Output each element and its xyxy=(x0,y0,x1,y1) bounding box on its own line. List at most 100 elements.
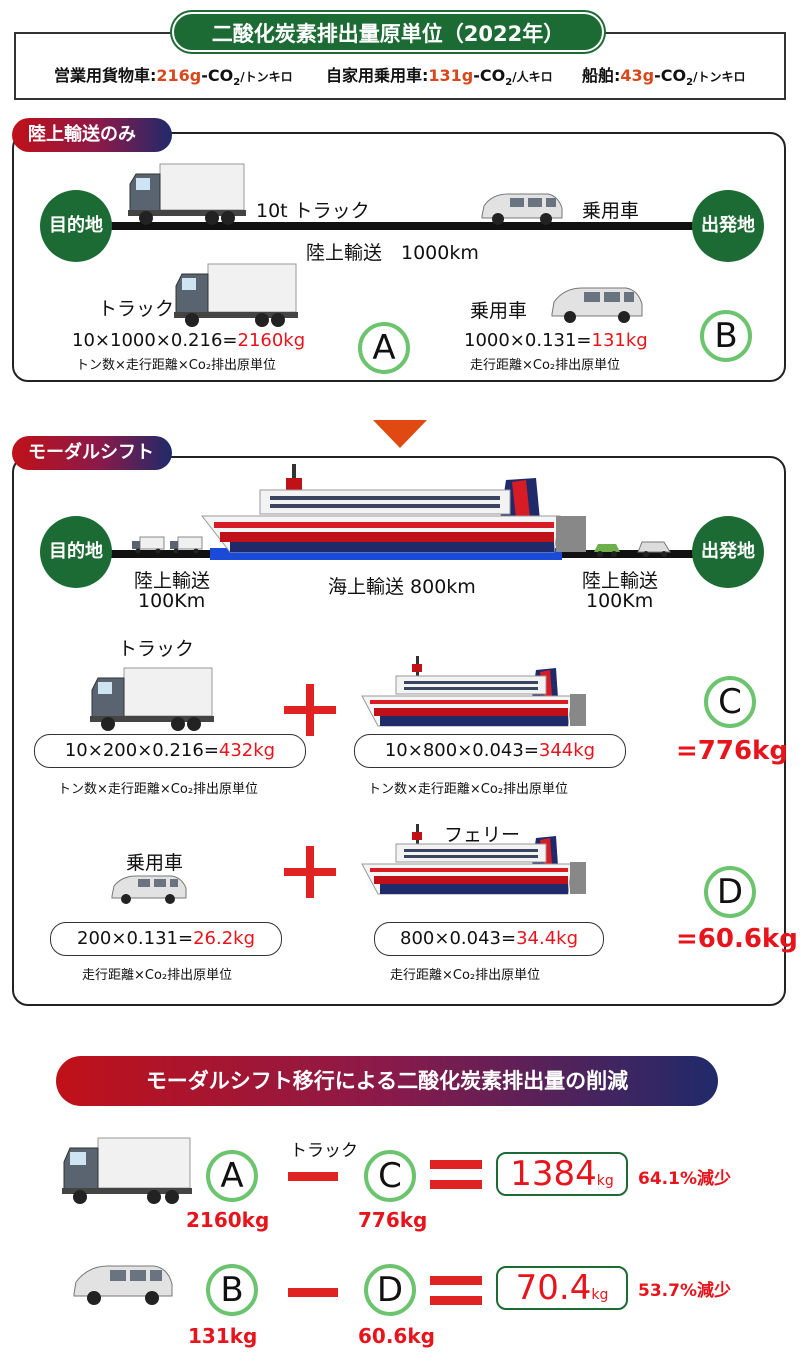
reduction-title: モーダルシフト移行による二酸化炭素排出量の削減 xyxy=(56,1056,718,1106)
car-icon-reduction xyxy=(73,1265,173,1305)
ferry-icon xyxy=(200,464,586,553)
reduction-d-circle: D xyxy=(364,1264,416,1316)
emission-truck-value: 216g xyxy=(156,66,202,85)
land-car-label: 乗用車 xyxy=(470,300,528,322)
letter-a-circle: A xyxy=(358,322,410,374)
land-car-formula-result: 131kg xyxy=(591,330,648,351)
letter-c-circle: C xyxy=(704,676,756,728)
land-car-desc: 走行距離×Co₂排出原単位 xyxy=(470,358,621,373)
down-arrow-icon xyxy=(373,420,427,448)
emission-car-label: 自家用乗用車: xyxy=(326,66,429,85)
modal-shift-tab: モーダルシフト xyxy=(12,436,172,470)
reduction-result-1-value: 1384 xyxy=(510,1154,597,1194)
reduction-d-value: 60.6kg xyxy=(358,1324,435,1348)
emission-truck-sub: 2 xyxy=(233,77,241,89)
emission-title: 二酸化炭素排出量原単位（2022年） xyxy=(172,12,604,52)
reduction-result-2: 70.4kg xyxy=(496,1266,628,1310)
reduction-pct-2: 53.7%減少 xyxy=(638,1281,731,1301)
emission-ship: 船舶:43g-CO2/トンキロ xyxy=(582,62,745,88)
modal-car-formula-prefix: 200×0.131= xyxy=(77,928,194,949)
emission-car: 自家用乗用車:131g-CO2/人キロ xyxy=(326,62,553,88)
modal-ship-desc: トン数×走行距離×Co₂排出原単位 xyxy=(368,782,569,797)
ferry-icon-d xyxy=(361,824,586,895)
small-trucks-icon xyxy=(132,536,203,554)
reduction-truck-caption: トラック xyxy=(290,1141,358,1161)
modal-truck-label: トラック xyxy=(118,638,195,660)
land-destination: 目的地 xyxy=(40,190,112,262)
small-cars-icon xyxy=(594,541,671,557)
emission-truck: 営業用貨物車:216g-CO2/トンキロ xyxy=(54,62,293,88)
modal-car-formula: 200×0.131=26.2kg xyxy=(50,922,282,956)
truck-icon-small xyxy=(174,263,298,327)
modal-ship-formula: 10×800×0.043=344kg xyxy=(354,734,626,768)
reduction-a-value: 2160kg xyxy=(186,1208,270,1232)
emission-truck-unit: -CO xyxy=(201,66,234,85)
modal-origin: 出発地 xyxy=(692,516,764,588)
modal-truck-desc: トン数×走行距離×Co₂排出原単位 xyxy=(58,782,259,797)
car-icon-small xyxy=(551,287,643,323)
letter-d-circle: D xyxy=(704,866,756,918)
reduction-b-circle: B xyxy=(206,1264,258,1316)
reduction-result-1: 1384kg xyxy=(496,1152,628,1196)
modal-road-right xyxy=(562,550,722,558)
modal-ferry-label: フェリー xyxy=(444,824,521,846)
reduction-b-value: 131kg xyxy=(188,1324,258,1348)
emission-ship-unit: -CO xyxy=(654,66,687,85)
total-c: =776kg xyxy=(676,736,788,766)
equal-icon-2b xyxy=(430,1296,482,1305)
land-car-formula: 1000×0.131=131kg xyxy=(464,330,648,351)
land-route: 陸上輸送 1000km xyxy=(306,242,479,264)
modal-land-right-dist: 100Km xyxy=(586,590,654,612)
emission-ship-per: /トンキロ xyxy=(693,70,746,84)
reduction-result-1-unit: kg xyxy=(596,1173,614,1189)
reduction-result-2-value: 70.4 xyxy=(515,1268,592,1308)
land-truck-formula-result: 2160kg xyxy=(237,330,306,351)
emission-car-value: 131g xyxy=(428,66,474,85)
emission-car-unit: -CO xyxy=(473,66,506,85)
emission-ship-sub: 2 xyxy=(686,77,694,89)
modal-destination: 目的地 xyxy=(40,516,112,588)
modal-sea-route: 海上輸送 800km xyxy=(328,576,476,598)
emission-car-sub: 2 xyxy=(505,77,513,89)
reduction-a-circle: A xyxy=(206,1150,258,1202)
car-icon xyxy=(481,193,563,225)
reduction-result-2-unit: kg xyxy=(591,1287,609,1303)
land-origin: 出発地 xyxy=(692,190,764,262)
minus-icon-1 xyxy=(288,1172,338,1181)
truck-icon-reduction xyxy=(62,1137,192,1204)
land-car-type: 乗用車 xyxy=(582,200,640,222)
land-truck-label: トラック xyxy=(98,298,175,320)
modal-truck-formula-result: 432kg xyxy=(218,740,276,761)
modal-land-left-dist: 100Km xyxy=(138,590,206,612)
modal-ship-formula-result: 344kg xyxy=(538,740,596,761)
truck-icon-modal xyxy=(90,667,214,731)
modal-land-right: 陸上輸送 xyxy=(582,570,659,592)
plus-icon-c-v xyxy=(306,684,314,736)
letter-b-circle: B xyxy=(700,310,752,362)
land-truck-formula: 10×1000×0.216=2160kg xyxy=(72,330,305,351)
emission-ship-label: 船舶: xyxy=(582,66,621,85)
equal-icon-1b xyxy=(430,1180,482,1189)
emission-truck-label: 営業用貨物車: xyxy=(54,66,157,85)
minus-icon-2 xyxy=(288,1288,338,1297)
ferry-icon-c xyxy=(361,656,586,727)
plus-icon-d-v xyxy=(306,846,314,898)
land-truck-desc: トン数×走行距離×Co₂排出原単位 xyxy=(76,358,277,373)
truck-icon xyxy=(128,163,246,225)
reduction-c-circle: C xyxy=(364,1150,416,1202)
modal-land-left: 陸上輸送 xyxy=(134,570,211,592)
modal-car-label: 乗用車 xyxy=(126,852,184,874)
reduction-pct-1: 64.1%減少 xyxy=(638,1169,731,1189)
land-truck-type: 10t トラック xyxy=(256,200,370,222)
land-road xyxy=(100,222,720,230)
emission-truck-per: /トンキロ xyxy=(240,70,293,84)
modal-shift-panel xyxy=(12,456,786,1006)
car-icon-modal xyxy=(111,875,187,904)
land-truck-formula-prefix: 10×1000×0.216= xyxy=(72,330,238,351)
land-only-tab: 陸上輸送のみ xyxy=(12,118,172,152)
emission-car-per: /人キロ xyxy=(512,70,553,84)
modal-road-left xyxy=(100,550,210,558)
modal-ferry-formula-result: 34.4kg xyxy=(516,928,578,949)
total-d: =60.6kg xyxy=(676,924,798,954)
modal-ship-formula-prefix: 10×800×0.043= xyxy=(384,740,539,761)
